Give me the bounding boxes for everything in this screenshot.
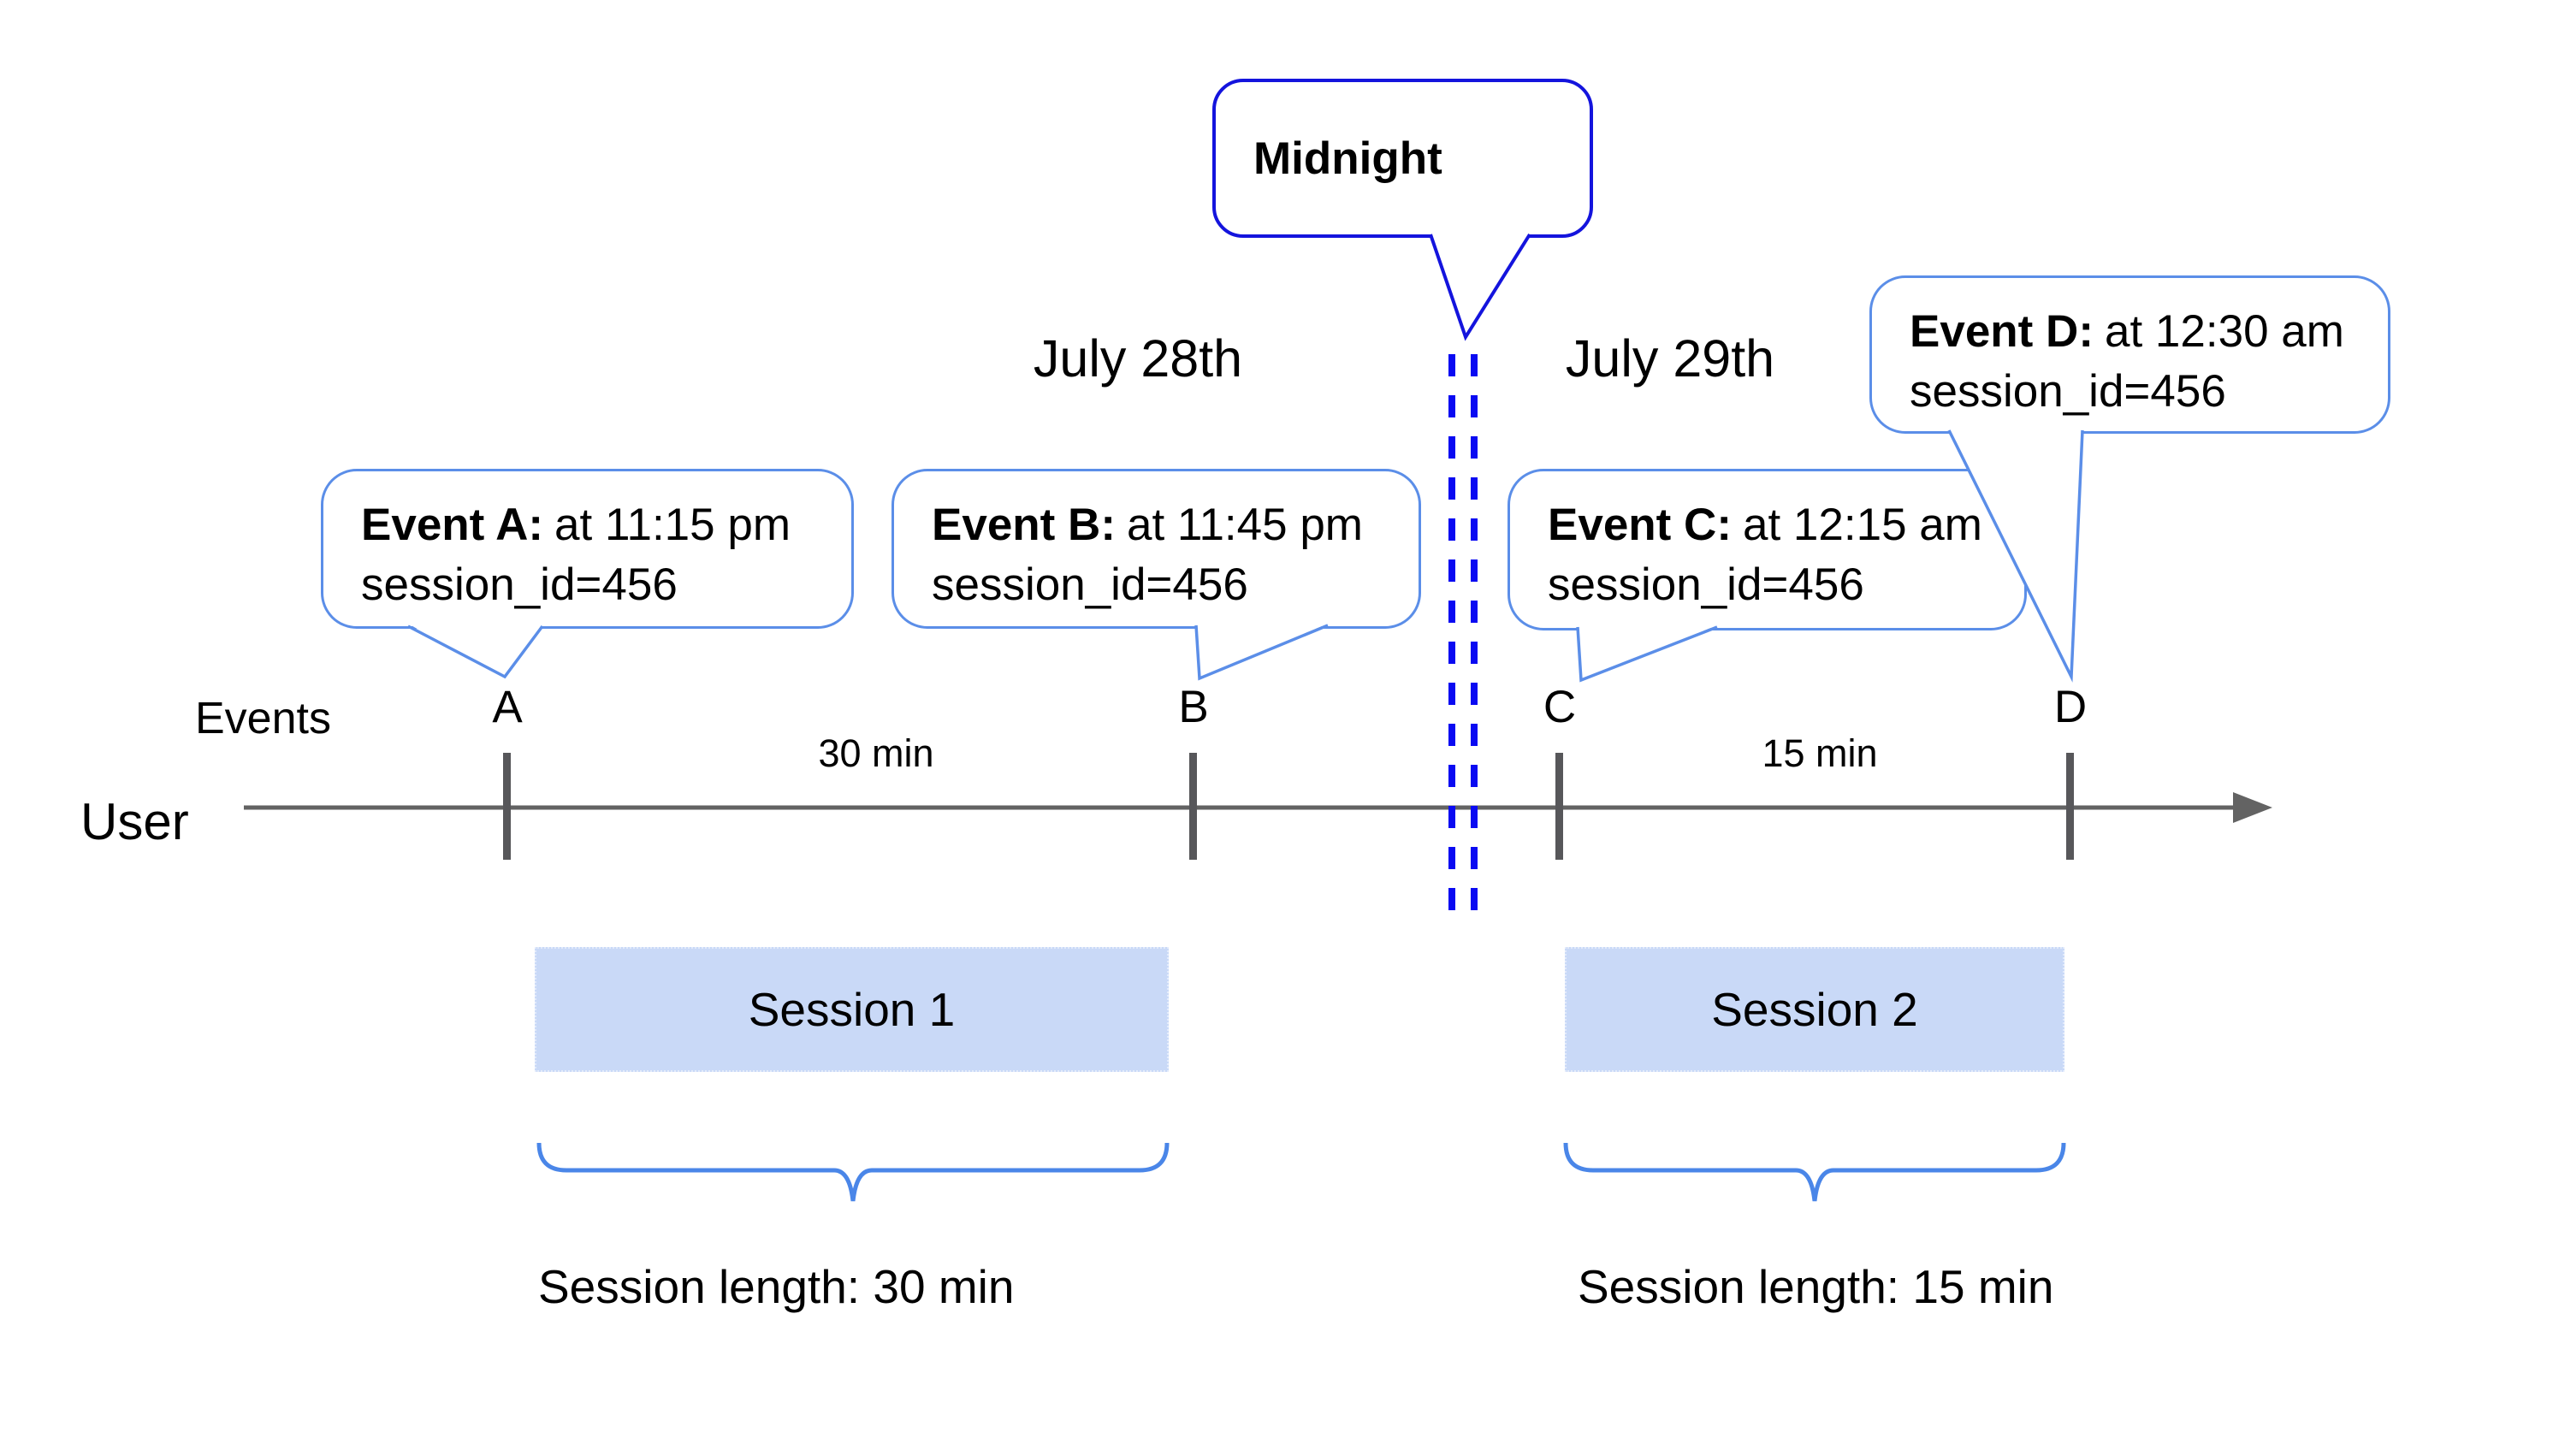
session-1-box: Session 1: [535, 947, 1169, 1072]
session-1-brace: [536, 1142, 1170, 1202]
session-2-label: Session 2: [1711, 983, 1918, 1036]
event-c-line1: Event C:at 12:15 am: [1548, 500, 1982, 550]
timeline-arrowhead-icon: [2233, 792, 2272, 823]
midnight-callout-tail-outline: [1429, 233, 1531, 341]
events-axis-label: Events: [195, 694, 331, 743]
session-1-label: Session 1: [748, 983, 956, 1036]
event-c-tail: [1578, 625, 1717, 680]
tick-label-d: D: [2053, 682, 2088, 732]
event-b-tail: [1196, 624, 1328, 678]
midnight-callout-tail: [1431, 232, 1530, 337]
event-d-line2: session_id=456: [1910, 366, 2226, 417]
event-b-line2: session_id=456: [932, 559, 1248, 610]
date-label-july-29: July 29th: [1565, 329, 1775, 388]
midnight-callout: Midnight: [1212, 79, 1593, 238]
event-a-tail: [408, 624, 542, 678]
event-b-tail-outline: [1194, 624, 1329, 681]
session-2-brace: [1563, 1142, 2066, 1202]
event-a-callout: Event A:at 11:15 pm session_id=456: [321, 469, 854, 629]
gap-label-15min: 15 min: [1762, 731, 1878, 775]
event-a-tail-outline: [407, 624, 544, 679]
event-c-callout: Event C:at 12:15 am session_id=456: [1508, 469, 2027, 630]
event-b-callout: Event B:at 11:45 pm session_id=456: [891, 469, 1421, 629]
midnight-label: Midnight: [1253, 133, 1442, 184]
session-2-box: Session 2: [1565, 947, 2064, 1072]
session-2-length-label: Session length: 15 min: [1578, 1260, 2054, 1313]
tick-d: [2066, 753, 2074, 860]
tick-c: [1555, 753, 1563, 860]
event-d-line1: Event D:at 12:30 am: [1910, 306, 2344, 357]
event-d-callout: Event D:at 12:30 am session_id=456: [1869, 275, 2390, 434]
date-label-july-28: July 28th: [1033, 329, 1243, 388]
tick-label-b: B: [1178, 682, 1209, 732]
tick-label-c: C: [1543, 682, 1577, 732]
tick-a: [503, 753, 511, 860]
event-a-line2: session_id=456: [361, 559, 678, 610]
tick-b: [1189, 753, 1197, 860]
event-c-tail-outline: [1576, 625, 1718, 683]
session-1-length-label: Session length: 30 min: [538, 1260, 1015, 1313]
gap-label-30min: 30 min: [818, 731, 934, 775]
event-b-line1: Event B:at 11:45 pm: [932, 500, 1363, 550]
event-a-line1: Event A:at 11:15 pm: [361, 500, 791, 550]
tick-label-a: A: [492, 682, 523, 732]
user-axis-label: User: [80, 793, 189, 850]
event-c-line2: session_id=456: [1548, 559, 1864, 610]
